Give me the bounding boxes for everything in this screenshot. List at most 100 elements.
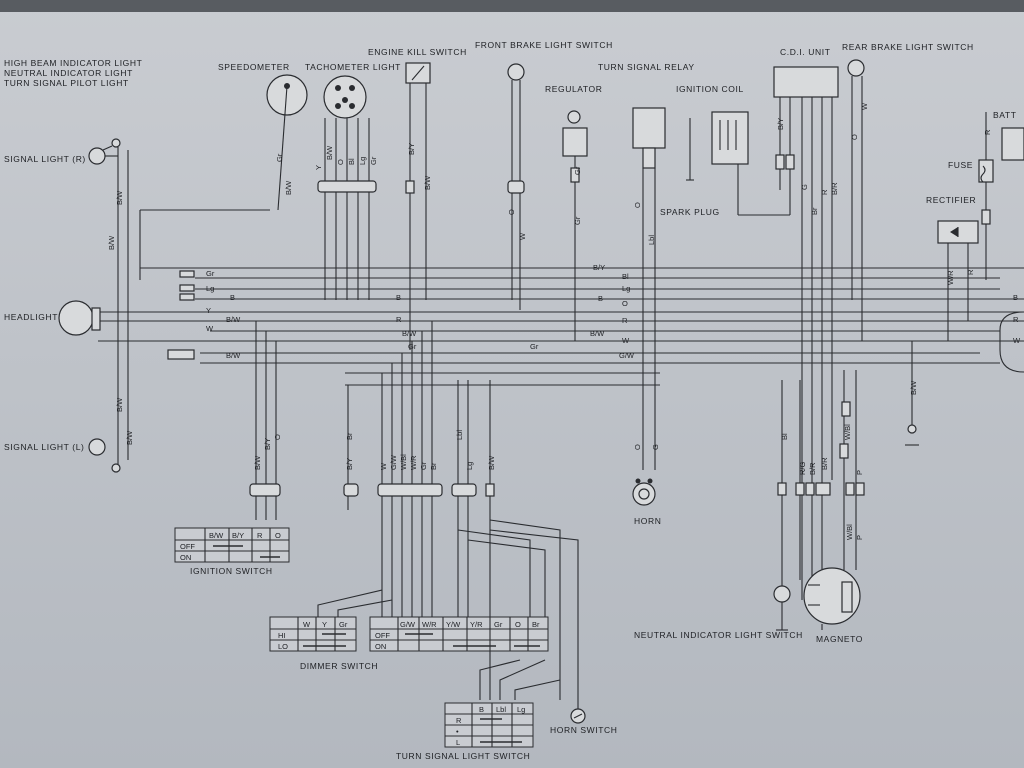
front-brake-switch-icon (507, 63, 525, 310)
dimmer-switch-table (269, 616, 357, 652)
label-rear-brake: REAR BRAKE LIGHT SWITCH (842, 42, 974, 52)
main-switch-connector (343, 321, 443, 620)
wire-code-w-main: W (379, 462, 388, 470)
regulator-icon (562, 110, 588, 341)
wire-code-r-cdi: R (820, 189, 829, 195)
bus-label-w-left: W (206, 324, 214, 333)
label-headlight: HEADLIGHT (4, 312, 58, 322)
label-horn-switch: HORN SWITCH (550, 725, 618, 735)
fuse-icon (978, 159, 994, 183)
label-neutral-indicator: NEUTRAL INDICATOR LIGHT (4, 68, 133, 78)
label-turn-signal-switch: TURN SIGNAL LIGHT SWITCH (396, 751, 530, 761)
dim-row-hi: HI (278, 631, 286, 640)
wire-code-bw-kill: B/W (423, 175, 432, 190)
label-fuse: FUSE (948, 160, 973, 170)
connector-left-top (179, 270, 195, 301)
wire-code-o-horn: O (633, 444, 642, 450)
label-neutral-switch: NEUTRAL INDICATOR LIGHT SWITCH (634, 630, 803, 640)
wire-code-bw-tach: B/W (325, 145, 334, 160)
wire-code-gw-main: G/W (389, 454, 398, 470)
bus-label-r-mid: R (396, 315, 402, 324)
main-col-yr: Y/R (470, 620, 483, 629)
bus-label-w: W (622, 336, 630, 345)
signal-light-left (88, 438, 121, 473)
wire-code-bw-l: B/W (125, 430, 134, 445)
wire-code-by-ign: B/Y (263, 438, 272, 450)
wire-code-o-tach: O (336, 159, 345, 165)
wire-code-br-mag2: B/R (820, 457, 829, 470)
engine-kill-switch-icon (405, 62, 431, 350)
label-ignition-switch: IGNITION SWITCH (190, 566, 273, 576)
wire-code-w-rear: W (860, 102, 869, 110)
label-cdi-unit: C.D.I. UNIT (780, 47, 831, 57)
wire-code-by-kill: B/Y (407, 143, 416, 155)
main-col-gr: Gr (494, 620, 503, 629)
label-high-beam: HIGH BEAM INDICATOR LIGHT (4, 58, 142, 68)
wire-code-o-rear: O (850, 134, 859, 140)
turn-row-l: L (456, 738, 460, 747)
cdi-unit-icon (773, 66, 839, 600)
signal-light-right (88, 138, 121, 470)
wire-code-lg-turn: Lg (465, 462, 474, 470)
label-front-brake: FRONT BRAKE LIGHT SWITCH (475, 40, 613, 50)
neutral-switch-icon (773, 380, 791, 631)
bus-label-b: B (598, 294, 603, 303)
label-turn-pilot: TURN SIGNAL PILOT LIGHT (4, 78, 129, 88)
wire-code-br-cdi2: B/R (830, 182, 839, 195)
horn-icon (632, 478, 656, 506)
ign-col-r: R (257, 531, 263, 540)
wire-code-by-cdi: B/Y (776, 118, 785, 130)
bus-label-lg-left: Lg (206, 284, 214, 293)
turn-switch-connector (451, 380, 495, 700)
wire-code-gr-speedo: Gr (275, 153, 284, 162)
wire-code-gr-tach: Gr (369, 156, 378, 165)
wire-code-bl-tach: Bl (347, 158, 356, 165)
ign-col-by: B/Y (232, 531, 244, 540)
wire-code-bw-r: B/W (115, 190, 124, 205)
main-switch-table (369, 616, 549, 652)
dim-col-gr: Gr (339, 620, 348, 629)
ground-symbol (905, 341, 919, 446)
main-row-off: OFF (375, 631, 390, 640)
wire-code-br-mag: B/R (808, 462, 817, 475)
bus-label-y-left: Y (206, 306, 211, 315)
turn-signal-switch-table (444, 702, 534, 748)
wire-code-r-batt: R (983, 129, 992, 135)
ign-col-bw: B/W (209, 531, 224, 540)
bus-label-lg: Lg (622, 284, 630, 293)
wire-code-bw-ground: B/W (909, 380, 918, 395)
wire-code-gr-reg2: Gr (573, 216, 582, 225)
wire-code-bw-ign: B/W (253, 455, 262, 470)
wire-code-br-cdi: Br (810, 207, 819, 215)
bus-label-bl: Bl (622, 272, 629, 281)
magneto-icon (803, 567, 861, 630)
right-edge-connector (999, 311, 1024, 373)
wire-code-wbl-mag: W/Bl (843, 424, 852, 440)
label-spark-plug: SPARK PLUG (660, 207, 720, 217)
bus-label-bw-left2: B/W (226, 351, 241, 360)
switch-bundle (317, 519, 579, 710)
turn-row-r: R (456, 716, 462, 725)
label-batt: BATT (993, 110, 1017, 120)
wire-code-br-main2: Br (429, 462, 438, 470)
ignition-coil-icon (686, 111, 790, 216)
main-row-on: ON (375, 642, 386, 651)
main-col-o: O (515, 620, 521, 629)
bus-label-gr-left: Gr (206, 269, 215, 278)
wire-code-w-brake: W (518, 232, 527, 240)
wire-code-by-main: B/Y (345, 458, 354, 470)
label-horn: HORN (634, 516, 661, 526)
tach-wires (317, 118, 377, 300)
battery-icon (985, 112, 1024, 280)
tachometer-icon (323, 75, 367, 119)
ign-col-o: O (275, 531, 281, 540)
connector-left-bottom (167, 349, 195, 360)
bus-label-bw-left: B/W (226, 315, 241, 324)
wire-code-g-horn: G (651, 444, 660, 450)
headlight-icon (58, 300, 101, 336)
label-regulator: REGULATOR (545, 84, 603, 94)
wire-code-o-relay: O (633, 202, 642, 208)
wire-code-wr-rect: W/R (946, 270, 955, 285)
label-signal-left: SIGNAL LIGHT (L) (4, 442, 84, 452)
